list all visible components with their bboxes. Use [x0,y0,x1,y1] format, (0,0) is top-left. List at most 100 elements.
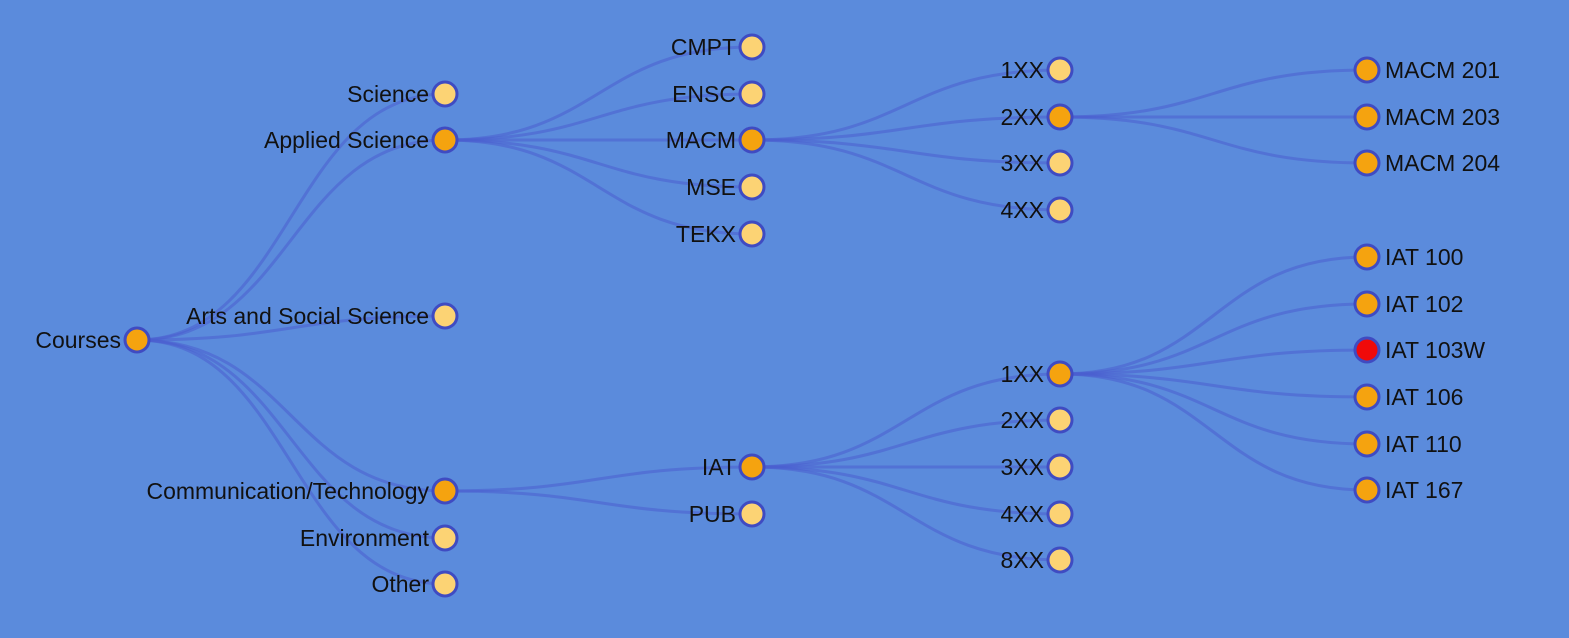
node-label-macm: MACM [666,127,736,153]
link-applied-science-ensc [444,92,753,142]
node-circle-macm-201[interactable] [1353,56,1381,84]
node-iat[interactable]: IAT [702,453,766,481]
link-iat-1xx-iat-103w [1059,348,1368,376]
node-circle-applied-science[interactable] [431,126,459,154]
node-iat-102[interactable]: IAT 102 [1353,290,1463,318]
node-communication-technology[interactable]: Communication/Technology [146,477,459,505]
link-communication-technology-pub [444,489,753,516]
node-label-iat-8xx: 8XX [1001,547,1044,573]
node-iat-8xx[interactable]: 8XX [1001,546,1074,574]
node-circle-arts-social-science[interactable] [431,302,459,330]
node-courses[interactable]: Courses [35,326,151,354]
node-circle-communication-technology[interactable] [431,477,459,505]
node-macm[interactable]: MACM [666,126,766,154]
link-communication-technology-iat [444,465,753,493]
link-macm-macm-2xx [751,115,1061,142]
node-circle-courses[interactable] [123,326,151,354]
node-circle-mse[interactable] [738,173,766,201]
node-circle-iat-4xx[interactable] [1046,500,1074,528]
node-circle-pub[interactable] [738,500,766,528]
link-applied-science-mse [444,138,753,189]
link-iat-iat-2xx [751,418,1061,469]
node-label-macm-1xx: 1XX [1001,57,1044,83]
node-label-macm-3xx: 3XX [1001,150,1044,176]
node-label-arts-social-science: Arts and Social Science [186,303,429,329]
node-macm-203[interactable]: MACM 203 [1353,103,1500,131]
link-iat-1xx-iat-110 [1059,372,1368,446]
node-circle-environment[interactable] [431,524,459,552]
node-macm-1xx[interactable]: 1XX [1001,56,1074,84]
node-circle-iat-106[interactable] [1353,383,1381,411]
node-iat-106[interactable]: IAT 106 [1353,383,1463,411]
tree-links [136,45,1368,586]
node-circle-iat-103w[interactable] [1353,336,1381,364]
link-courses-arts-social-science [136,314,446,342]
node-circle-macm-203[interactable] [1353,103,1381,131]
node-macm-2xx[interactable]: 2XX [1001,103,1074,131]
link-iat-iat-4xx [751,465,1061,516]
node-circle-iat-8xx[interactable] [1046,546,1074,574]
node-circle-tekx[interactable] [738,220,766,248]
link-macm-macm-1xx [751,68,1061,142]
node-label-iat-1xx: 1XX [1001,361,1044,387]
node-circle-macm[interactable] [738,126,766,154]
node-iat-100[interactable]: IAT 100 [1353,243,1463,271]
node-environment[interactable]: Environment [300,524,459,552]
node-label-iat-4xx: 4XX [1001,501,1044,527]
node-circle-iat[interactable] [738,453,766,481]
node-label-science: Science [347,81,429,107]
node-circle-other[interactable] [431,570,459,598]
node-circle-iat-2xx[interactable] [1046,406,1074,434]
link-iat-1xx-iat-167 [1059,372,1368,492]
node-circle-macm-1xx[interactable] [1046,56,1074,84]
node-label-iat-100: IAT 100 [1385,244,1463,270]
node-label-iat-102: IAT 102 [1385,291,1463,317]
node-mse[interactable]: MSE [686,173,766,201]
node-circle-macm-204[interactable] [1353,149,1381,177]
node-iat-103w[interactable]: IAT 103W [1353,336,1485,364]
node-pub[interactable]: PUB [689,500,766,528]
node-circle-ensc[interactable] [738,80,766,108]
node-iat-2xx[interactable]: 2XX [1001,406,1074,434]
node-tekx[interactable]: TEKX [676,220,766,248]
node-circle-macm-2xx[interactable] [1046,103,1074,131]
node-circle-iat-1xx[interactable] [1046,360,1074,388]
node-label-iat: IAT [702,454,736,480]
node-macm-204[interactable]: MACM 204 [1353,149,1500,177]
node-applied-science[interactable]: Applied Science [264,126,459,154]
link-iat-1xx-iat-100 [1059,255,1368,376]
node-circle-cmpt[interactable] [738,33,766,61]
node-circle-macm-3xx[interactable] [1046,149,1074,177]
node-circle-iat-110[interactable] [1353,430,1381,458]
node-iat-4xx[interactable]: 4XX [1001,500,1074,528]
node-label-applied-science: Applied Science [264,127,429,153]
node-circle-science[interactable] [431,80,459,108]
node-circle-iat-102[interactable] [1353,290,1381,318]
node-macm-3xx[interactable]: 3XX [1001,149,1074,177]
node-circle-iat-3xx[interactable] [1046,453,1074,481]
node-circle-iat-100[interactable] [1353,243,1381,271]
node-arts-social-science[interactable]: Arts and Social Science [186,302,459,330]
node-iat-167[interactable]: IAT 167 [1353,476,1463,504]
node-macm-4xx[interactable]: 4XX [1001,196,1074,224]
node-label-ensc: ENSC [672,81,736,107]
node-circle-macm-4xx[interactable] [1046,196,1074,224]
node-other[interactable]: Other [371,570,459,598]
node-iat-110[interactable]: IAT 110 [1353,430,1462,458]
link-iat-1xx-iat-106 [1059,372,1368,399]
node-cmpt[interactable]: CMPT [671,33,766,61]
link-courses-science [136,92,446,342]
link-macm-macm-3xx [751,138,1061,165]
node-iat-1xx[interactable]: 1XX [1001,360,1074,388]
node-label-iat-110: IAT 110 [1385,431,1462,457]
link-iat-iat-8xx [751,465,1061,562]
node-circle-iat-167[interactable] [1353,476,1381,504]
node-science[interactable]: Science [347,80,459,108]
node-ensc[interactable]: ENSC [672,80,766,108]
link-courses-other [136,338,446,586]
node-iat-3xx[interactable]: 3XX [1001,453,1074,481]
link-applied-science-tekx [444,138,753,236]
node-macm-201[interactable]: MACM 201 [1353,56,1500,84]
node-label-environment: Environment [300,525,430,551]
